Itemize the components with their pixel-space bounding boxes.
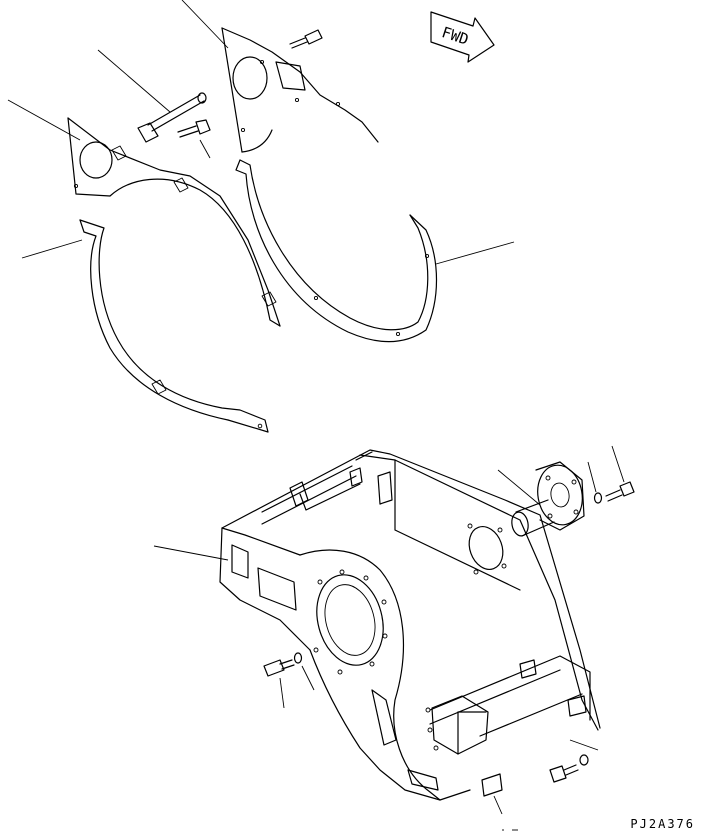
lower-left-washer [293, 652, 303, 664]
fwd-direction-marker: FWD [430, 11, 495, 63]
adapter-flange [511, 461, 585, 537]
bottom-washer [579, 754, 589, 766]
left-cover-plate [67, 117, 281, 327]
fwd-label: FWD [440, 23, 471, 48]
flywheel-housing [219, 449, 601, 801]
upper-cover-plate [221, 27, 379, 153]
label-plate [481, 773, 503, 797]
mid-bolt [177, 119, 211, 138]
drawing-code: PJ2A376 [630, 817, 695, 831]
upper-bolt [289, 29, 323, 49]
right-bolt [605, 481, 635, 502]
right-curved-cover [235, 159, 438, 343]
forward-arrow-icon [430, 11, 495, 63]
lower-left-bolt [263, 659, 295, 677]
spacer-pin [137, 92, 207, 143]
bottom-bolt [549, 764, 579, 783]
lower-left-cover [79, 219, 269, 433]
leader-lines [7, 0, 625, 815]
right-washer [593, 492, 603, 504]
